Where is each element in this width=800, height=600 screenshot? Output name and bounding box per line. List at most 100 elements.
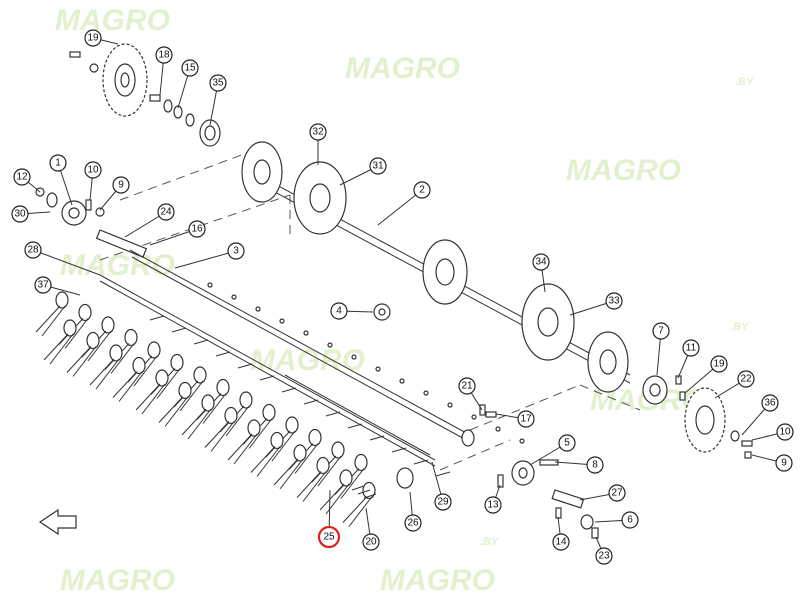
callout-circle	[155, 46, 173, 64]
crank-shaft	[551, 489, 585, 509]
callout-15[interactable]: 15	[181, 59, 199, 77]
tine-finger	[204, 421, 235, 452]
callout-circle	[776, 423, 794, 441]
callout-36[interactable]: 36	[761, 394, 779, 412]
callout-circle	[13, 168, 31, 186]
washer	[730, 430, 740, 442]
tine-finger	[250, 446, 281, 477]
bolt	[555, 507, 562, 519]
callout-37[interactable]: 37	[34, 276, 52, 294]
nut	[495, 426, 501, 432]
leader-line	[174, 250, 237, 269]
right-sprocket-assembly	[642, 375, 753, 459]
spring-coil	[55, 291, 69, 309]
callout-19[interactable]: 19	[710, 355, 728, 373]
callout-circle	[112, 176, 130, 194]
callout-21[interactable]: 21	[458, 377, 476, 395]
callout-14[interactable]: 14	[552, 533, 570, 551]
callout-number: 5	[564, 438, 570, 449]
callout-27[interactable]: 27	[608, 484, 626, 502]
watermark-layer: MAGRO MAGRO MAGRO .BY MAGRO MAGRO MAGRO …	[55, 4, 755, 597]
callout-number: 34	[535, 257, 547, 268]
tine-finger	[342, 496, 373, 527]
callout-20[interactable]: 20	[362, 533, 380, 551]
bearing-bore	[649, 383, 661, 397]
callout-9[interactable]: 9	[775, 454, 793, 472]
callout-number: 7	[658, 326, 664, 337]
callout-34[interactable]: 34	[532, 253, 550, 271]
callout-10[interactable]: 10	[776, 423, 794, 441]
callout-9[interactable]: 9	[112, 176, 130, 194]
callout-5[interactable]: 5	[558, 434, 576, 452]
bottom-right-assembly	[479, 404, 599, 539]
callout-19[interactable]: 19	[84, 29, 102, 47]
callout-32[interactable]: 32	[309, 123, 327, 141]
nut	[327, 342, 333, 348]
callout-29[interactable]: 29	[434, 493, 452, 511]
sprocket-hub	[695, 405, 715, 435]
callout-11[interactable]: 11	[682, 339, 700, 357]
callout-16[interactable]: 16	[188, 220, 206, 238]
callout-10[interactable]: 10	[84, 161, 102, 179]
callout-circle	[458, 377, 476, 395]
spring-coil	[262, 403, 276, 422]
callout-18[interactable]: 18	[155, 46, 173, 64]
bolt	[363, 493, 377, 499]
nut	[744, 451, 752, 459]
spring-coil	[396, 467, 414, 489]
callout-4[interactable]: 4	[330, 302, 348, 320]
washer	[89, 63, 99, 73]
callout-28[interactable]: 28	[24, 241, 42, 259]
callout-number: 27	[611, 488, 623, 499]
callout-number: 9	[118, 180, 124, 191]
callout-6[interactable]: 6	[621, 511, 639, 529]
callout-26[interactable]: 26	[404, 514, 422, 532]
callout-number: 6	[627, 515, 633, 526]
callout-number: 28	[27, 245, 39, 256]
callout-3[interactable]: 3	[227, 242, 245, 260]
callout-12[interactable]: 12	[13, 168, 31, 186]
callout-circle	[652, 322, 670, 340]
callout-8[interactable]: 8	[586, 456, 604, 474]
watermark-text: MAGRO	[566, 154, 681, 187]
callout-13[interactable]: 13	[484, 496, 502, 514]
callout-23[interactable]: 23	[595, 547, 613, 565]
callout-1[interactable]: 1	[49, 154, 67, 172]
bolt	[259, 375, 275, 381]
callout-2[interactable]: 2	[413, 181, 431, 199]
callout-7[interactable]: 7	[652, 322, 670, 340]
nut	[231, 294, 237, 300]
callout-25-selected[interactable]: 25	[317, 525, 341, 549]
callout-number: 10	[87, 165, 99, 176]
callout-circle	[710, 355, 728, 373]
spring-coil	[101, 316, 115, 334]
watermark-text: MAGRO	[345, 52, 460, 85]
bolt	[171, 327, 187, 333]
callout-number: 14	[555, 537, 567, 548]
callout-number: 19	[87, 33, 99, 44]
callout-31[interactable]: 31	[369, 157, 387, 175]
spring-coil	[63, 319, 77, 337]
bolt	[479, 404, 486, 416]
callout-22[interactable]: 22	[737, 370, 755, 388]
callout-circle	[413, 181, 431, 199]
grease-nipple	[679, 391, 686, 401]
watermark-suffix: .BY	[480, 536, 500, 548]
callout-circle	[608, 484, 626, 502]
callout-33[interactable]: 33	[605, 292, 623, 310]
spring-coil	[216, 378, 230, 397]
callout-30[interactable]: 30	[11, 205, 29, 223]
nut	[255, 306, 261, 312]
callout-circle	[84, 29, 102, 47]
tine-finger	[296, 471, 327, 502]
callout-35[interactable]: 35	[209, 74, 227, 92]
spring-coil	[308, 428, 322, 447]
nut	[207, 282, 213, 288]
bolt	[325, 411, 341, 417]
callout-17[interactable]: 17	[517, 410, 535, 428]
callout-circle	[309, 123, 327, 141]
callout-24[interactable]: 24	[157, 203, 175, 221]
tine-finger	[89, 358, 120, 390]
bearing-bore	[68, 207, 80, 219]
bolt	[741, 440, 753, 447]
